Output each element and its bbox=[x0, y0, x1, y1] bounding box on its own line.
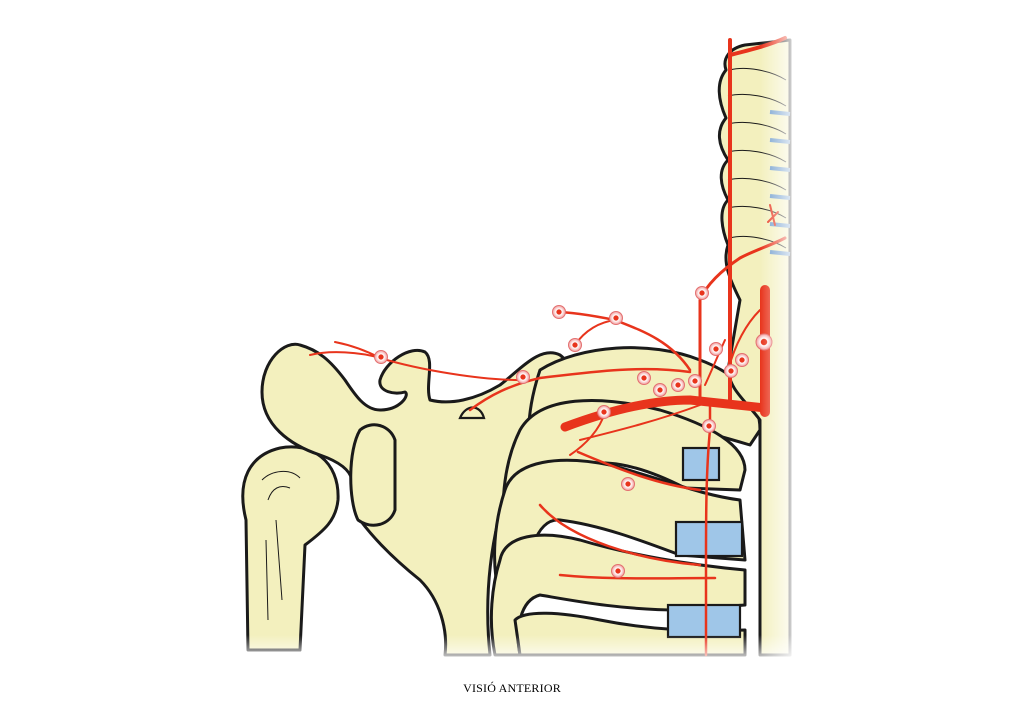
acromial-branch-point[interactable] bbox=[516, 370, 530, 384]
thoracoacromial-point[interactable] bbox=[653, 383, 667, 397]
intercostal-first-point[interactable] bbox=[621, 477, 635, 491]
scapula bbox=[260, 342, 570, 657]
ascending-cervical-point[interactable] bbox=[695, 286, 709, 300]
subclavian-point[interactable] bbox=[637, 371, 651, 385]
humerus bbox=[241, 445, 340, 652]
costal-cartilage-2 bbox=[674, 520, 744, 558]
costal-cartilage-1 bbox=[681, 446, 721, 482]
superficial-cervical-point[interactable] bbox=[609, 311, 623, 325]
suprascapular-artery-point[interactable] bbox=[374, 350, 388, 364]
deep-cervical-point[interactable] bbox=[688, 374, 702, 388]
supreme-intercostal-point[interactable] bbox=[597, 405, 611, 419]
hotspot-layer bbox=[374, 286, 773, 578]
common-carotid-point[interactable] bbox=[709, 342, 723, 356]
intercostal-second-point[interactable] bbox=[611, 564, 625, 578]
dorsal-scapular-point[interactable] bbox=[568, 338, 582, 352]
transverse-cervical-branch-point[interactable] bbox=[552, 305, 566, 319]
thyrocervical-point[interactable] bbox=[671, 378, 685, 392]
view-caption: VISIÓ ANTERIOR bbox=[463, 681, 561, 695]
costocervical-point[interactable] bbox=[724, 364, 738, 378]
rib-cage bbox=[489, 346, 762, 657]
costal-cartilage-3 bbox=[666, 603, 742, 639]
internal-thoracic-point[interactable] bbox=[702, 419, 716, 433]
brachiocephalic-point[interactable] bbox=[735, 353, 749, 367]
